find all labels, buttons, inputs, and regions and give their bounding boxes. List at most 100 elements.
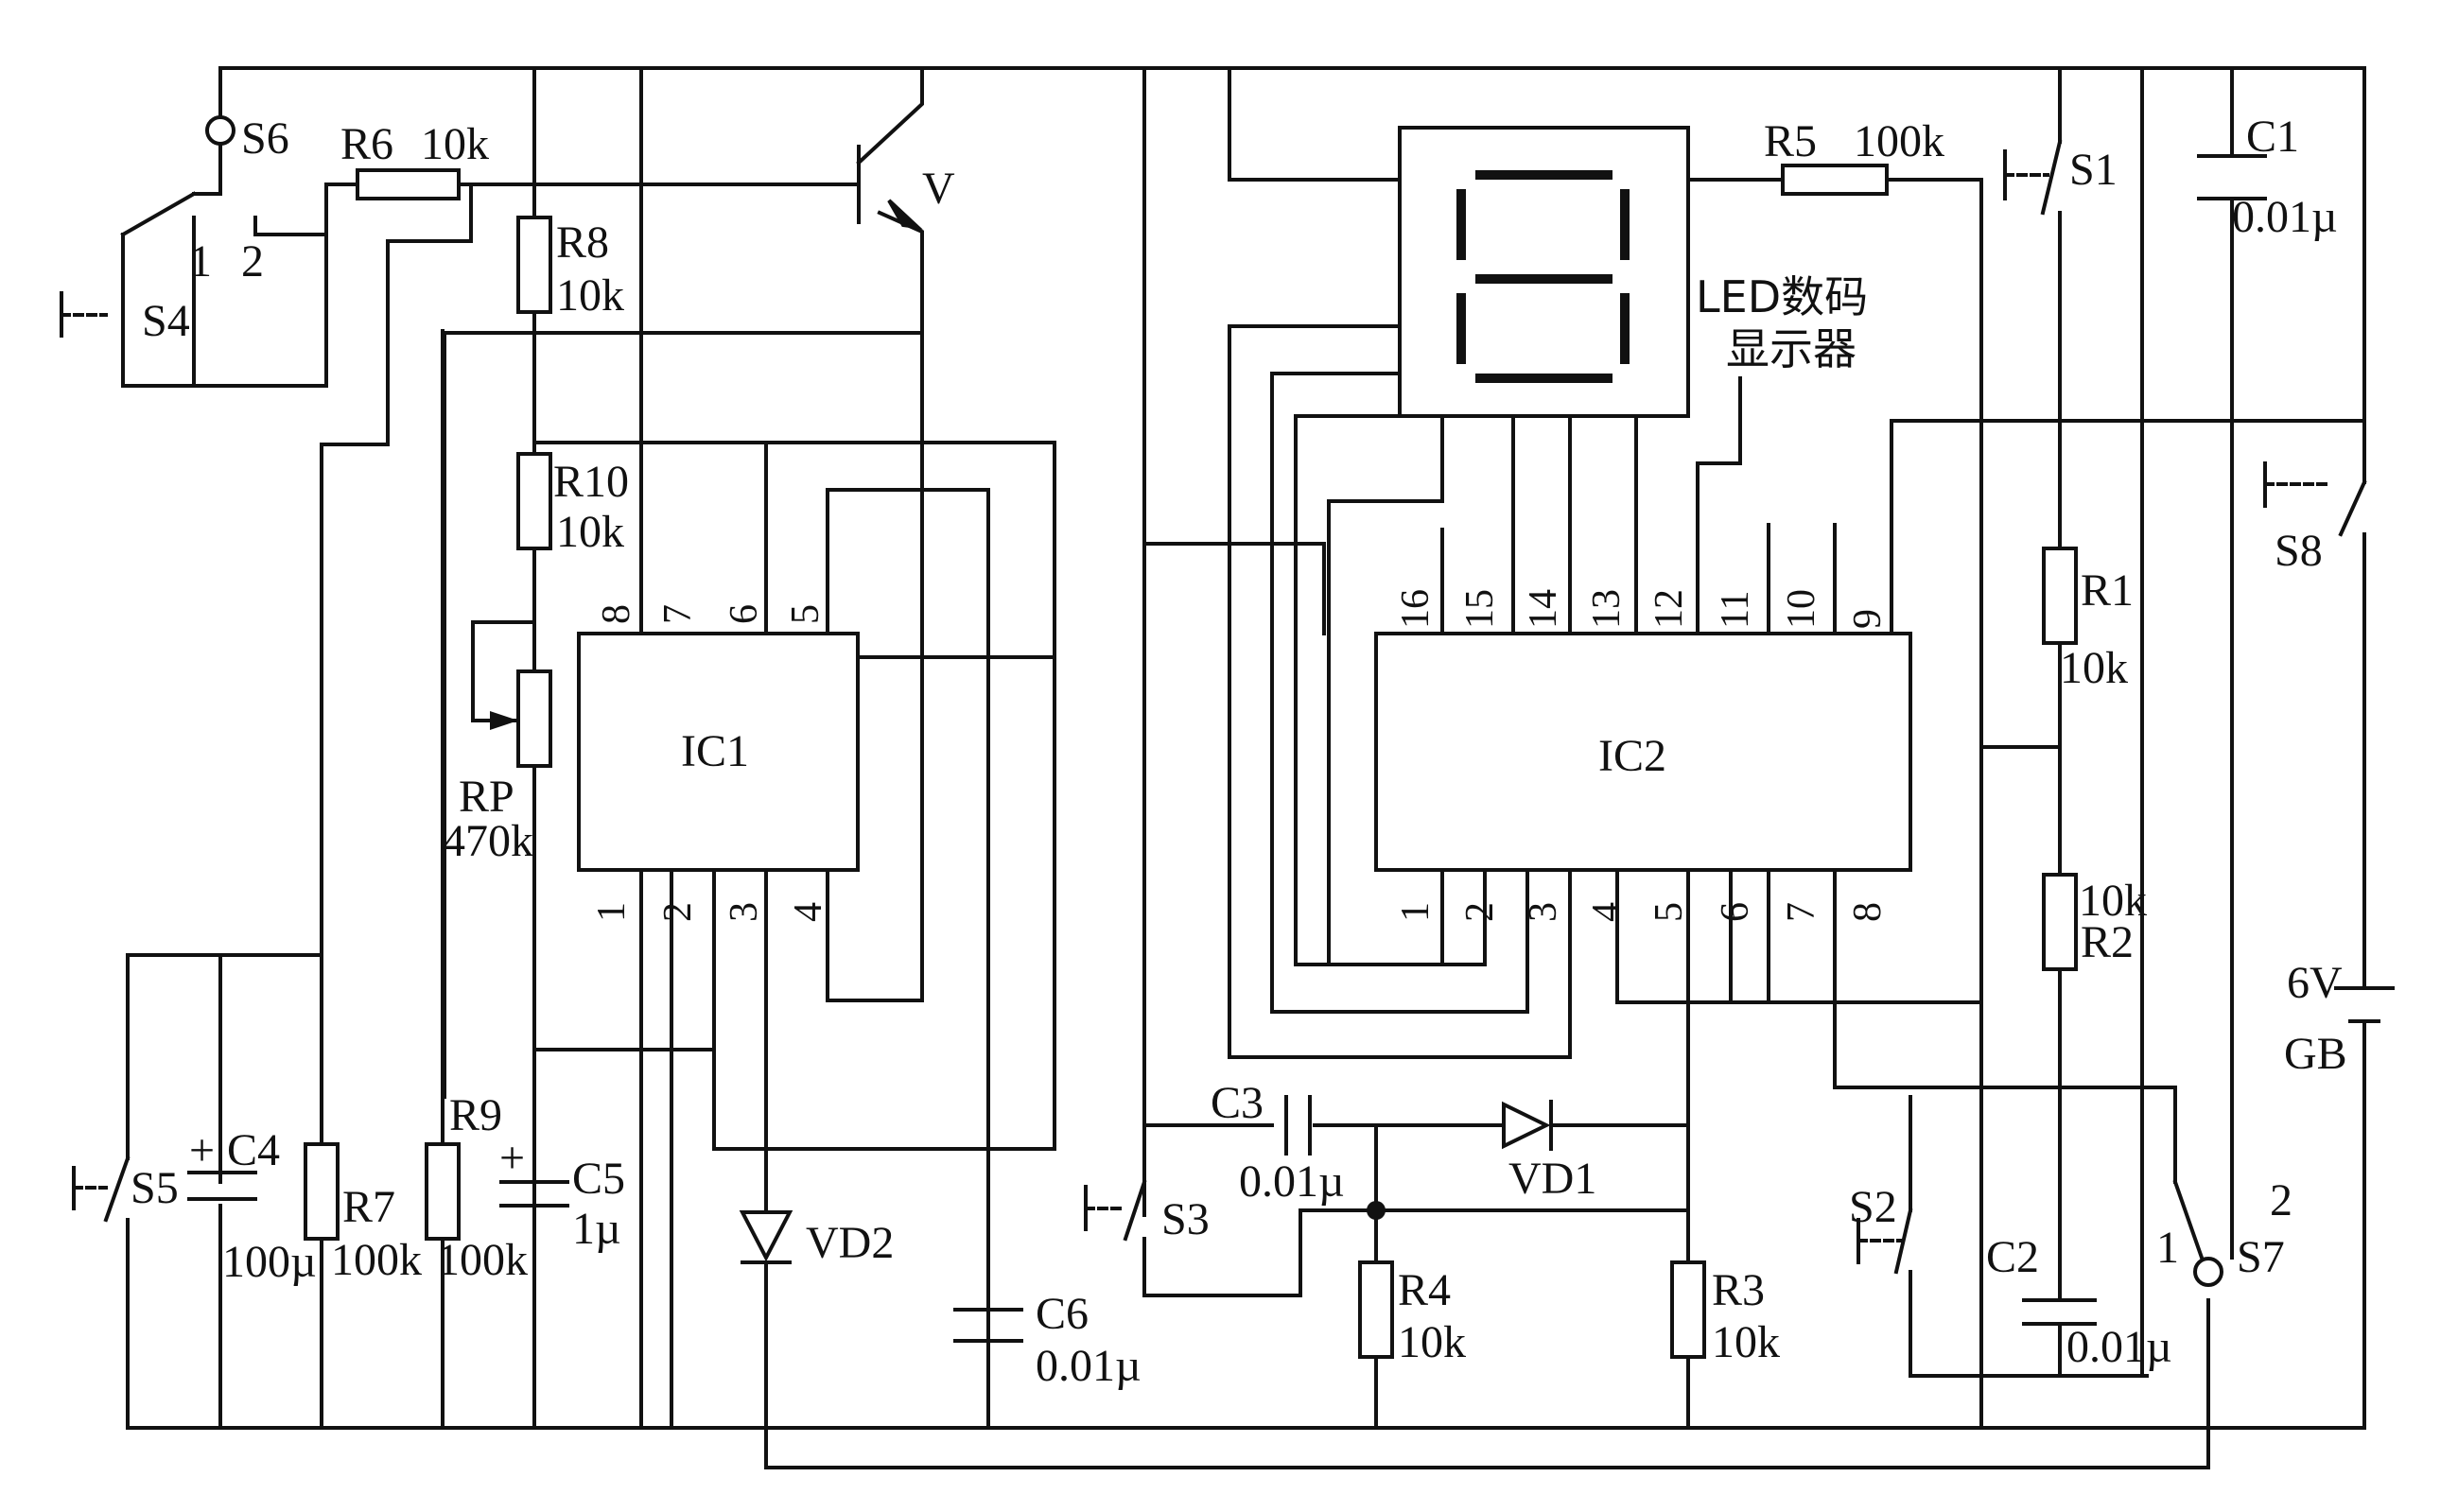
- r7-label: R7: [342, 1182, 395, 1232]
- vd2-diode: [739, 1210, 793, 1264]
- r5-label: R5: [1764, 116, 1817, 166]
- ic2-pin10: 10: [1780, 589, 1823, 629]
- c2-label: C2: [1986, 1232, 2039, 1282]
- s7-pos2: 2: [2270, 1175, 2292, 1225]
- transistor-v: [857, 145, 923, 230]
- r9-label: R9: [449, 1090, 502, 1140]
- ic2-pin7: 7: [1780, 902, 1823, 922]
- s3-label: S3: [1161, 1194, 1210, 1244]
- ic1-pin3: 3: [723, 902, 766, 922]
- c3-value: 0.01µ: [1239, 1156, 1345, 1207]
- s2-switch: [1857, 1208, 1913, 1275]
- r2-label: R2: [2081, 917, 2134, 967]
- r6-label: R6: [340, 119, 393, 169]
- r2-resistor: [2042, 873, 2078, 971]
- led-label-line2: 显示器: [1726, 323, 1857, 374]
- r10-value: 10k: [556, 507, 624, 557]
- r8-value: 10k: [556, 270, 624, 321]
- rp-wiper-arrow: [490, 711, 518, 730]
- gb-battery: [2334, 982, 2395, 1051]
- r6-resistor: [356, 168, 461, 200]
- vd1-diode: [1502, 1100, 1553, 1151]
- ic2-pin6: 6: [1714, 902, 1757, 922]
- rp-potentiometer: [516, 669, 552, 768]
- ic2-pin14: 14: [1522, 589, 1565, 629]
- ic2-pin9: 9: [1846, 609, 1890, 629]
- c6-label: C6: [1036, 1289, 1089, 1339]
- c3-capacitor: [1284, 1095, 1312, 1156]
- v-label: V: [922, 164, 955, 214]
- s1-switch: [2003, 139, 2063, 216]
- s7-switch: [2172, 1179, 2223, 1287]
- ic1-label: IC1: [681, 726, 749, 776]
- c6-value: 0.01µ: [1036, 1341, 1142, 1391]
- rp-label: RP: [459, 772, 514, 822]
- r6-value: 10k: [421, 119, 489, 169]
- r10-label: R10: [553, 457, 629, 507]
- c5-value: 1µ: [572, 1204, 621, 1254]
- junction-dot: [1367, 1201, 1386, 1220]
- r9-value: 100k: [437, 1235, 528, 1285]
- c1-label: C1: [2246, 112, 2299, 162]
- s2-label: S2: [1849, 1182, 1897, 1232]
- ic2-pin13: 13: [1585, 589, 1629, 629]
- s3-switch: [1084, 1179, 1147, 1242]
- ic1-pin4: 4: [787, 902, 830, 922]
- c6-capacitor: [953, 1308, 1023, 1343]
- rp-value: 470k: [443, 816, 533, 866]
- s8-label: S8: [2275, 526, 2323, 576]
- wires: [120, 66, 2366, 1469]
- s5-label: S5: [131, 1163, 179, 1213]
- r7-value: 100k: [331, 1235, 422, 1285]
- r8-label: R8: [556, 217, 609, 268]
- s4-switch: [60, 291, 125, 356]
- r3-value: 10k: [1712, 1317, 1780, 1367]
- c4-value: 100µ: [222, 1237, 317, 1287]
- r1-value: 10k: [2060, 643, 2128, 693]
- led-label-line1: LED数码: [1696, 271, 1868, 322]
- ic1-pin6: 6: [723, 604, 766, 624]
- ic2-chip: [1374, 632, 1912, 872]
- r3-resistor: [1670, 1260, 1706, 1359]
- ic2-pin1: 1: [1394, 902, 1438, 922]
- ic1-pin2: 2: [656, 902, 700, 922]
- c5-label: C5: [572, 1154, 625, 1204]
- r4-label: R4: [1398, 1265, 1451, 1315]
- s7-label: S7: [2237, 1232, 2285, 1282]
- c1-value: 0.01µ: [2232, 192, 2338, 242]
- r4-resistor: [1358, 1260, 1394, 1359]
- ic2-pin4: 4: [1585, 902, 1629, 922]
- r5-value: 100k: [1854, 116, 1944, 166]
- ic1-chip: [577, 632, 860, 872]
- r4-value: 10k: [1398, 1317, 1466, 1367]
- c1-capacitor: [2197, 154, 2267, 200]
- vd2-label: VD2: [806, 1218, 894, 1268]
- c2-value: 0.01µ: [2066, 1322, 2172, 1372]
- c2-capacitor: [2022, 1298, 2097, 1326]
- labels: S6 R6 10k V 1 2 S4 R8 10k R10 10k RP 470…: [131, 112, 2347, 1391]
- ic2-pin5: 5: [1647, 902, 1691, 922]
- r5-resistor: [1781, 164, 1889, 196]
- ic1-pin1: 1: [590, 902, 634, 922]
- ic2-pin2: 2: [1458, 902, 1502, 922]
- c3-label: C3: [1211, 1078, 1264, 1128]
- vd1-label: VD1: [1508, 1154, 1596, 1204]
- ic2-pin15: 15: [1458, 589, 1502, 629]
- s6-label: S6: [241, 113, 289, 164]
- c4-label: C4: [227, 1125, 280, 1175]
- c4-capacitor: [187, 1171, 257, 1201]
- ic2-pin16: 16: [1394, 589, 1438, 629]
- seven-segment: [1456, 170, 1630, 383]
- ic2-label: IC2: [1598, 731, 1666, 781]
- ic2-pin11: 11: [1714, 591, 1757, 629]
- r3-label: R3: [1712, 1265, 1765, 1315]
- r8-resistor: [516, 216, 552, 314]
- gb-voltage: 6V: [2287, 958, 2343, 1008]
- s6-pos1: 1: [189, 236, 212, 287]
- s4-label: S4: [142, 296, 190, 346]
- ic2-pin3: 3: [1522, 902, 1565, 922]
- c5-plus: +: [499, 1133, 525, 1183]
- r1-resistor: [2042, 547, 2078, 645]
- ic1-pin5: 5: [784, 604, 828, 624]
